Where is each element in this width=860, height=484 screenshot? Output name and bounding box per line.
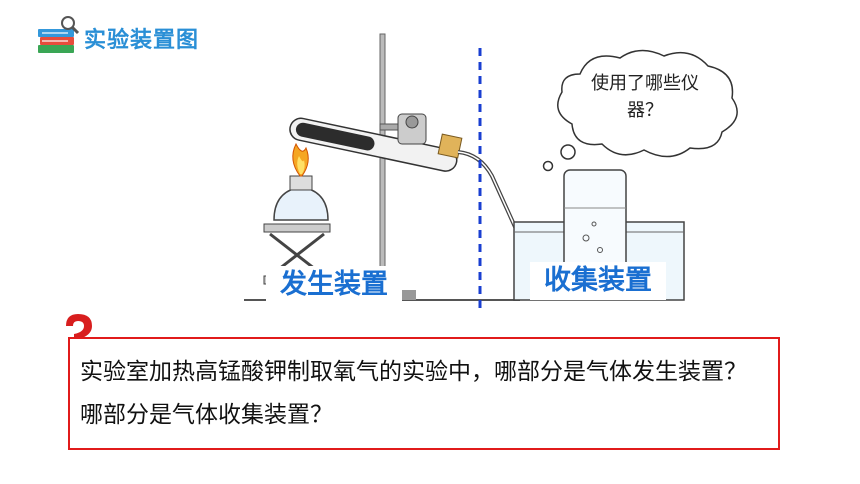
iron-stand-rod bbox=[379, 33, 386, 301]
books-magnifier-icon bbox=[38, 16, 80, 53]
thought-bubble bbox=[542, 49, 738, 172]
header bbox=[36, 14, 82, 58]
clamp bbox=[379, 113, 427, 145]
alcohol-lamp bbox=[273, 142, 329, 221]
rubber-stopper bbox=[437, 133, 463, 159]
test-tube bbox=[289, 117, 458, 172]
question-text: 实验室加热高锰酸钾制取氧气的实验中，哪部分是气体发生装置？哪部分是气体收集装置？ bbox=[80, 359, 747, 428]
thought-bubble-text: 使用了哪些仪器？ bbox=[591, 73, 699, 121]
page-title: 实验装置图 bbox=[84, 28, 200, 53]
generation-apparatus-label: 发生装置 bbox=[266, 266, 402, 304]
question-box: 实验室加热高锰酸钾制取氧气的实验中，哪部分是气体发生装置？哪部分是气体收集装置？ bbox=[68, 337, 780, 450]
gas-collection-bottle bbox=[563, 169, 627, 271]
collection-apparatus-label: 收集装置 bbox=[530, 262, 666, 300]
